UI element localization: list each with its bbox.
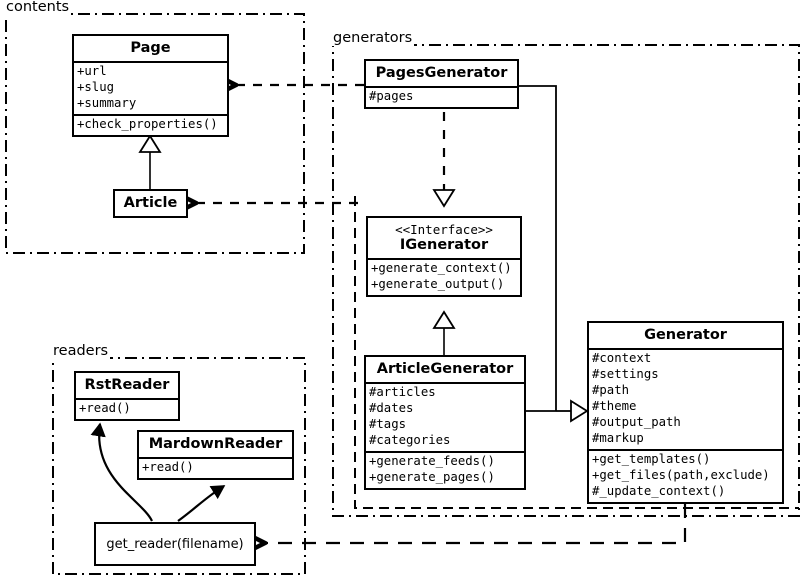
class-box-rstreader[interactable]: RstReader +read() <box>74 371 180 422</box>
class-name-text: IGenerator <box>399 237 489 253</box>
operation: +generate_feeds() <box>369 454 495 469</box>
class-box-igenerator[interactable]: <<Interface>> IGenerator +generate_conte… <box>366 216 522 298</box>
attribute: #articles <box>369 385 436 400</box>
operation: +read() <box>142 460 194 475</box>
class-operations-page: +check_properties() <box>74 114 227 135</box>
attribute: #tags <box>369 417 407 432</box>
function-label-get-reader: get_reader(filename) <box>106 536 244 552</box>
attribute: #settings <box>592 367 659 382</box>
class-name-mardownreader: MardownReader <box>148 436 283 452</box>
class-attributes-page: +url +slug +summary <box>74 61 227 114</box>
operation: +read() <box>79 401 131 416</box>
attribute: #markup <box>592 431 644 446</box>
attribute: #path <box>592 383 630 398</box>
class-name-article: Article <box>123 195 178 211</box>
package-label-readers: readers <box>51 343 111 359</box>
class-attributes-articlegenerator: #articles #dates #tags #categories <box>366 382 524 451</box>
class-operations-rstreader: +read() <box>76 398 178 419</box>
package-label-generators: generators <box>331 30 415 46</box>
association-get-reader-to-mardownreader <box>177 485 226 522</box>
dependency-generator-to-get-reader <box>265 504 687 543</box>
class-name-page: Page <box>130 40 171 56</box>
operation: +generate_output() <box>371 277 505 292</box>
generalization-generators-to-generator <box>519 85 589 423</box>
operation: +check_properties() <box>77 117 218 132</box>
attribute: #context <box>592 351 652 366</box>
class-name-pagesgenerator: PagesGenerator <box>375 65 508 81</box>
generalization-articlegenerator-to-igenerator <box>432 310 456 355</box>
package-label-contents: contents <box>4 0 72 15</box>
attribute: +slug <box>77 80 115 95</box>
class-box-pagesgenerator[interactable]: PagesGenerator #pages <box>364 59 519 110</box>
operation: +generate_pages() <box>369 470 495 485</box>
attribute: +url <box>77 64 107 79</box>
class-attributes-generator: #context #settings #path #theme #output_… <box>589 348 782 449</box>
attribute: #categories <box>369 433 451 448</box>
operation: +generate_context() <box>371 261 512 276</box>
attribute: +summary <box>77 96 137 111</box>
operation: #_update_context() <box>592 484 726 499</box>
class-operations-mardownreader: +read() <box>139 457 292 478</box>
class-box-articlegenerator[interactable]: ArticleGenerator #articles #dates #tags … <box>364 355 526 491</box>
class-box-mardownreader[interactable]: MardownReader +read() <box>137 430 294 481</box>
class-name-rstreader: RstReader <box>84 377 170 393</box>
class-box-generator[interactable]: Generator #context #settings #path #them… <box>587 321 784 505</box>
class-box-article[interactable]: Article <box>113 189 188 219</box>
class-box-page[interactable]: Page +url +slug +summary +check_properti… <box>72 34 229 138</box>
realization-pagesgenerator-to-igenerator <box>432 112 456 208</box>
class-stereotype-igenerator: <<Interface>> <box>395 222 493 237</box>
attribute: #pages <box>369 89 414 104</box>
function-box-get-reader[interactable]: get_reader(filename) <box>94 522 256 566</box>
class-name-articlegenerator: ArticleGenerator <box>376 361 514 377</box>
operation: +get_files(path,exclude) <box>592 468 770 483</box>
attribute: #output_path <box>592 415 681 430</box>
class-operations-generator: +get_templates() +get_files(path,exclude… <box>589 449 782 502</box>
attribute: #theme <box>592 399 637 414</box>
attribute: #dates <box>369 401 414 416</box>
class-operations-igenerator: +generate_context() +generate_output() <box>368 258 520 295</box>
generalization-article-to-page <box>138 134 162 189</box>
class-name-igenerator: <<Interface>> IGenerator <box>368 218 520 258</box>
class-attributes-pagesgenerator: #pages <box>366 86 517 107</box>
class-operations-articlegenerator: +generate_feeds() +generate_pages() <box>366 451 524 488</box>
class-name-generator: Generator <box>644 327 727 343</box>
operation: +get_templates() <box>592 452 711 467</box>
